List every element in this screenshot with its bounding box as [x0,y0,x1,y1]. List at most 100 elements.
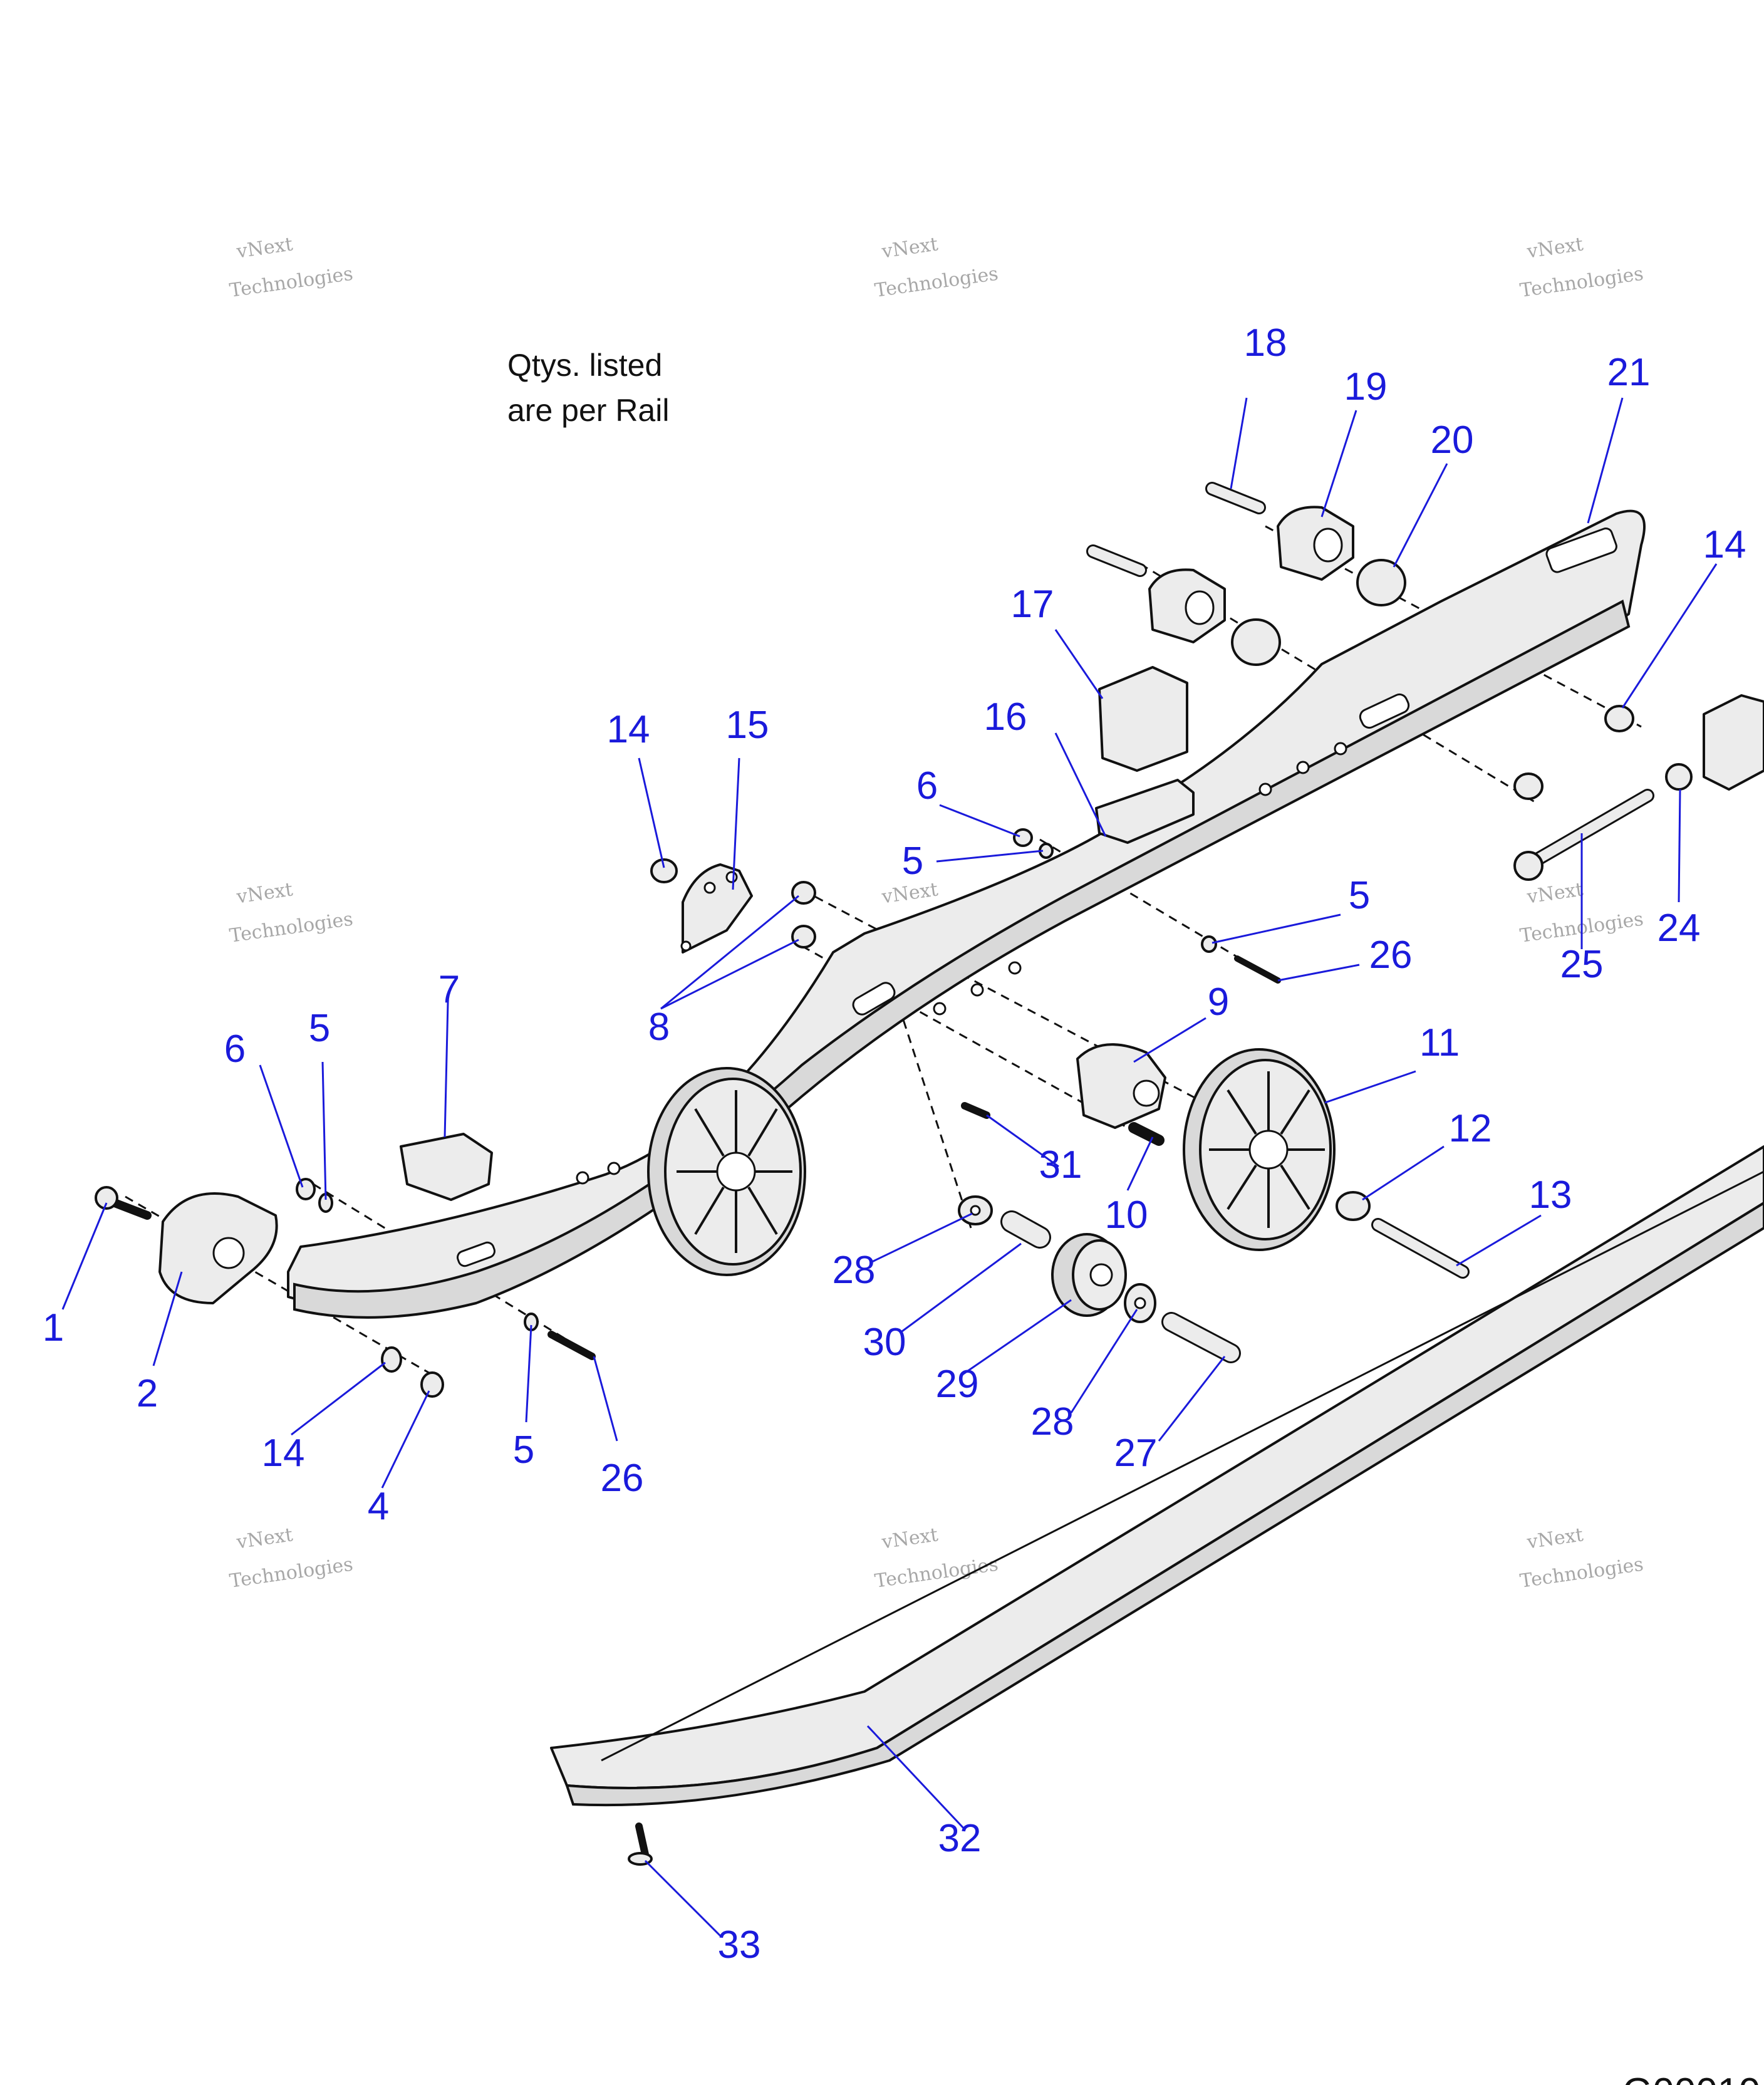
callout-number: 28 [833,1249,876,1292]
watermark-line1: vNext [880,878,940,908]
callout-number: 6 [224,1027,246,1071]
callout-number: 18 [1244,321,1287,365]
spacer [1000,1210,1051,1249]
watermark: vNext Technologies [873,233,999,301]
washer [1336,1191,1371,1221]
main-rail [287,509,1646,1319]
bolt [547,1331,596,1360]
callout-number: 9 [1208,980,1229,1024]
callout-number: 13 [1529,1173,1572,1217]
watermark-line1: vNext [880,1524,940,1553]
watermark-line1: vNext [235,233,294,263]
callout-number: 28 [1031,1400,1074,1443]
callout-number: 10 [1105,1193,1148,1237]
callout-number: 26 [601,1457,644,1500]
bolt [1086,544,1147,577]
callout-number: 7 [438,968,460,1011]
callout-number: 24 [1658,907,1701,950]
callout-number: 8 [648,1006,670,1049]
callout-number: 5 [902,840,923,883]
callout-number: 2 [137,1372,158,1415]
bushing [1231,618,1281,666]
watermark-line2: Technologies [1518,263,1644,301]
bolt [95,1186,152,1220]
callout-number: 33 [718,1923,761,1967]
callout-number: 14 [1703,523,1746,566]
bolt [1205,482,1266,514]
callout-number: 21 [1607,351,1651,394]
nut [650,858,678,883]
quantity-note-line2: are per Rail [507,393,669,428]
idler-wheel [1183,1048,1336,1251]
watermark: vNext Technologies [228,878,354,947]
watermark-line1: vNext [880,233,940,263]
callout-number: 5 [309,1007,330,1050]
nut [791,925,816,949]
nut [1604,705,1634,732]
spacer [1665,763,1693,791]
callout-number: 14 [607,708,650,751]
callout-number: 19 [1344,365,1388,408]
nut [1013,828,1033,847]
watermark-line1: vNext [1525,233,1585,263]
watermark: vNext Technologies [1518,878,1644,947]
watermark-line1: vNext [235,1524,294,1553]
washer [381,1346,402,1373]
bolt [1513,789,1654,881]
watermark: vNext Technologies [1518,1524,1644,1592]
rear-bracket [1703,694,1764,791]
callout-number: 15 [726,704,769,747]
callout-number: 30 [863,1321,906,1364]
wear-slider [1095,779,1195,844]
idler-wheel [647,1067,806,1276]
callouts: 1 2 14 4 5 5 5 5 6 6 7 8 9 10 11 12 13 1… [43,321,1746,1967]
watermark-line2: Technologies [228,263,354,301]
watermark-line2: Technologies [228,1553,354,1592]
callout-number: 6 [916,764,938,808]
watermark-line1: vNext [235,878,294,908]
callout-number: 29 [936,1363,979,1406]
callout-number: 4 [368,1485,389,1528]
mounting-plate [682,863,753,954]
watermark: vNext Technologies [1518,233,1644,301]
callout-number: 5 [1349,874,1370,917]
callout-number: 16 [984,695,1027,739]
callout-number: 12 [1449,1107,1492,1150]
bumper-block [1098,666,1188,772]
watermark: vNext Technologies [228,1524,354,1592]
leader-lines [61,397,1718,1937]
quantity-note-line1: Qtys. listed [507,348,662,383]
watermark: vNext Technologies [228,233,354,301]
figure-code: G00019 [1622,2071,1761,2085]
watermark-line2: Technologies [873,1553,999,1592]
watermark: vNext Technologies [873,1524,999,1592]
callout-number: 17 [1011,583,1054,626]
nut [1513,772,1544,800]
callout-number: 20 [1431,419,1474,462]
nut [296,1178,316,1200]
callout-number: 14 [262,1432,305,1475]
watermark-line2: Technologies [873,263,999,301]
callout-number: 27 [1114,1432,1158,1475]
washer [1201,935,1217,953]
nut [791,881,816,905]
nut [420,1371,444,1398]
watermark-line1: vNext [1525,878,1585,908]
callout-number: 26 [1369,933,1413,977]
callout-number: 31 [1039,1143,1082,1187]
ski-runner [550,1145,1764,1807]
callout-number: 1 [43,1306,64,1349]
pivot-block [1076,1043,1166,1129]
callout-number: 11 [1419,1021,1460,1064]
bolt [1161,1312,1241,1363]
screw [628,1822,653,1866]
callout-number: 5 [513,1428,534,1472]
watermark-line1: vNext [1525,1524,1585,1553]
watermark-line2: Technologies [1518,1553,1644,1592]
bolt [1371,1218,1470,1279]
watermark-line2: Technologies [228,908,354,947]
callout-number: 32 [938,1817,982,1860]
callout-number: 25 [1560,943,1604,986]
slider-block [400,1133,493,1201]
